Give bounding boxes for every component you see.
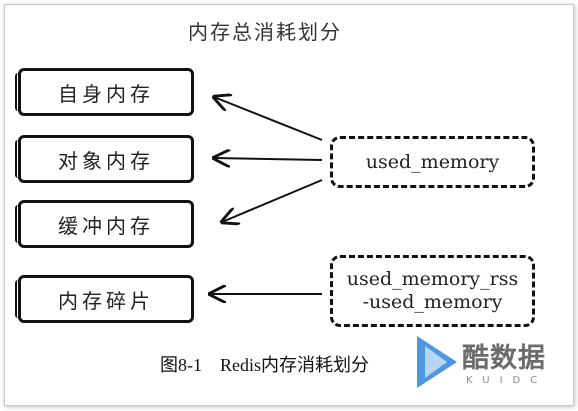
- figure-caption: 图8-1 Redis内存消耗划分: [160, 355, 369, 375]
- diagram-title: 内存总消耗划分: [188, 20, 342, 44]
- source-box-rss-minus-used: used_memory_rss -used_memory: [330, 255, 535, 327]
- arrow-to-object-memory: [214, 158, 323, 160]
- watermark-logo-icon: [417, 336, 457, 388]
- category-label: 缓冲内存: [58, 213, 154, 238]
- category-label: 自身内存: [58, 81, 154, 106]
- arrow-to-buffer-memory: [222, 179, 323, 222]
- source-label-line1: used_memory_rss: [346, 268, 519, 290]
- category-box-buffer-memory: 缓冲内存: [15, 200, 194, 248]
- category-label: 内存碎片: [58, 288, 154, 313]
- category-label: 对象内存: [58, 148, 154, 173]
- category-box-memory-fragment: 内存碎片: [15, 275, 194, 323]
- arrow-to-self-memory: [214, 97, 323, 141]
- source-label-line2: -used_memory: [362, 291, 503, 313]
- source-box-used-memory: used_memory: [330, 136, 535, 188]
- watermark-name: 酷数据: [462, 343, 546, 374]
- watermark-sub: KUIDC: [466, 375, 548, 386]
- source-label: used_memory: [365, 150, 500, 173]
- category-box-object-memory: 对象内存: [15, 135, 194, 183]
- category-box-self-memory: 自身内存: [15, 68, 194, 116]
